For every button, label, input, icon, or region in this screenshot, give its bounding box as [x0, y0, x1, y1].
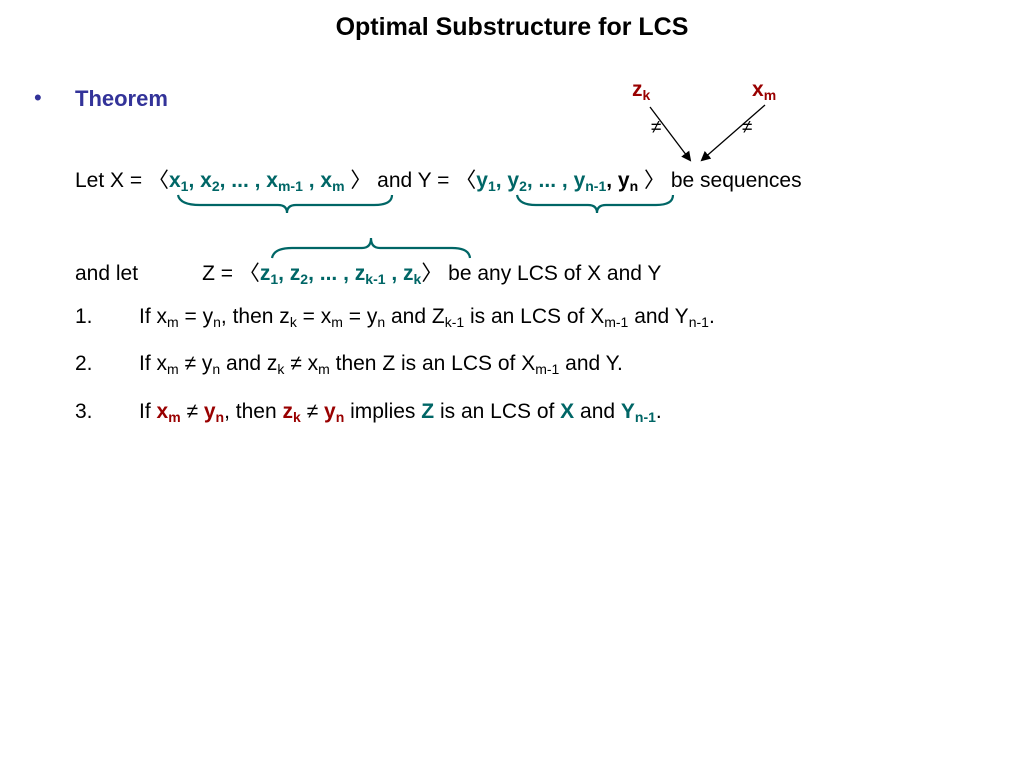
diagram-neq-right: ≠ [742, 117, 753, 138]
bullet-glyph: • [34, 85, 42, 110]
theorem-label: Theorem [75, 86, 168, 111]
list-item-2: 2.If xm ≠ yn and zk ≠ xm then Z is an LC… [75, 352, 623, 377]
brace-x-sequence [176, 194, 394, 214]
brace-z-sequence [270, 237, 472, 259]
slide-title: Optimal Substructure for LCS [335, 13, 689, 41]
list-item-3: 3.If xm ≠ yn, then zk ≠ yn implies Z is … [75, 400, 662, 425]
brace-y-sequence [515, 194, 675, 214]
let-line: Let X = 〈x1, x2, ... , xm-1 , xm 〉 and Y… [75, 169, 802, 194]
diagram-xm-label: xm [752, 78, 777, 103]
diagram-neq-left: ≠ [651, 117, 662, 138]
diagram-zk-label: zk [632, 78, 651, 103]
list-item-1: 1.If xm = yn, then zk = xm = yn and Zk-1… [75, 305, 715, 330]
arrow-xm-to-yn [700, 104, 766, 162]
